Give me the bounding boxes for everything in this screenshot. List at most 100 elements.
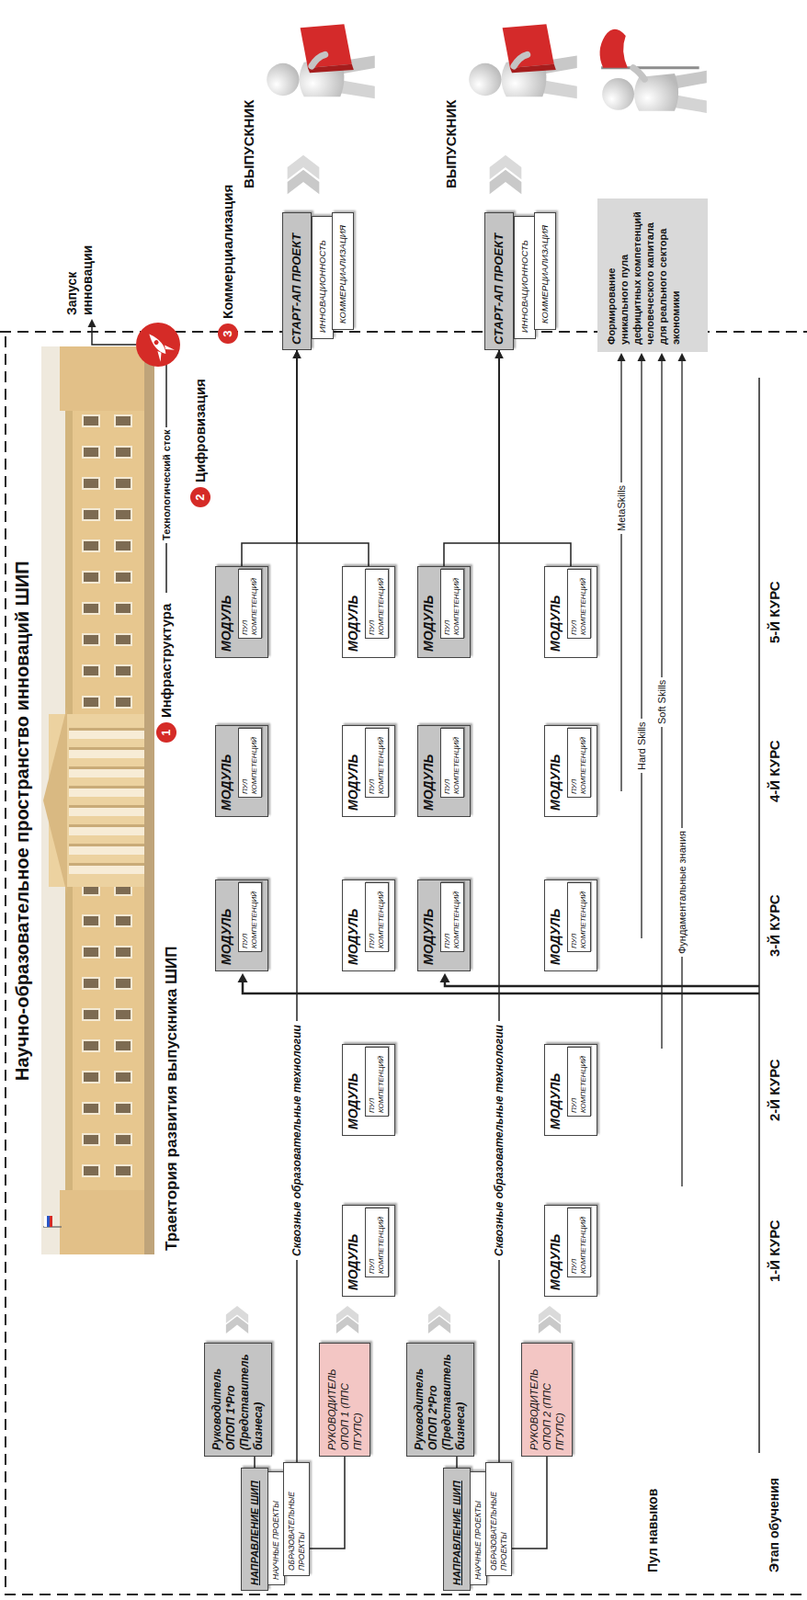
node-text: МОДУЛЬ xyxy=(547,731,564,811)
module-box: МОДУЛЬПУЛ КОМПЕТЕНЦИЙ xyxy=(544,879,598,972)
competence-card: ПУЛ КОМПЕТЕНЦИЙ xyxy=(364,1046,389,1117)
node-text: ПУЛ КОМПЕТЕНЦИЙ xyxy=(443,731,462,795)
arrow-head xyxy=(495,350,504,359)
chevron xyxy=(428,1306,451,1334)
connector xyxy=(456,1456,458,1468)
startup-card: ИННОВАЦИОННОСТЬ xyxy=(513,215,536,340)
connector-line xyxy=(253,1456,256,1468)
line-label: Технологический сток xyxy=(159,427,173,544)
graduate-figure xyxy=(468,23,578,99)
arrow-head xyxy=(293,350,302,359)
rocket-shape xyxy=(142,328,175,363)
startup-card: КОММЕРЦИАЛИЗАЦИЯ xyxy=(534,212,557,330)
module-box: МОДУЛЬПУЛ КОМПЕТЕНЦИЙ xyxy=(341,725,396,818)
node-text: МОДУЛЬ xyxy=(420,886,437,966)
photo-flag xyxy=(49,1216,53,1228)
node-text: РУКОВОДИТЕЛЬ ОПОП 2 (ППС ПГУПС) xyxy=(527,1349,567,1451)
skill-line xyxy=(620,360,622,792)
competence-card: ПУЛ КОМПЕТЕНЦИЙ xyxy=(567,727,592,798)
module-box: МОДУЛЬПУЛ КОМПЕТЕНЦИЙ xyxy=(544,1044,598,1137)
connector xyxy=(309,1456,345,1549)
node-text: МОДУЛЬ xyxy=(345,886,362,966)
node-text: ПУЛ КОМПЕТЕНЦИЙ xyxy=(367,1211,387,1274)
course-label: 3-Й КУРС xyxy=(766,894,784,957)
competence-card: ПУЛ КОМПЕТЕНЦИЙ xyxy=(440,727,465,798)
project-card: ОБРАЗОВАТЕЛЬНЫЕ ПРОЕКТЫ xyxy=(283,1462,310,1577)
connector-line xyxy=(499,350,571,567)
connector-line xyxy=(241,350,297,567)
node-text: ПУЛ КОМПЕТЕНЦИЙ xyxy=(367,1050,387,1114)
competence-card: ПУЛ КОМПЕТЕНЦИЙ xyxy=(238,882,262,953)
callout-circle xyxy=(190,487,211,508)
graduate-label: ВЫПУСКНИК xyxy=(443,100,460,189)
node-text: КОММЕРЦИАЛИЗАЦИЯ xyxy=(337,218,349,324)
node-text: СТАРТ-АП ПРОЕКТ xyxy=(289,217,305,345)
node-text: Формирование уникального пула дефицитных… xyxy=(604,205,682,345)
node-text: МОДУЛЬ xyxy=(547,572,564,652)
node-text: МОДУЛЬ xyxy=(420,731,437,811)
connector xyxy=(254,1456,256,1468)
connector-line xyxy=(443,350,500,567)
connector-line xyxy=(309,1456,345,1549)
node-text: КОММЕРЦИАЛИЗАЦИЯ xyxy=(539,218,551,324)
competence-card: ПУЛ КОМПЕТЕНЦИЙ xyxy=(567,1207,592,1278)
section-heading: Траектория развития выпускника ШИП xyxy=(162,946,182,1251)
skill-label: Фундаментальные знания xyxy=(675,828,689,957)
node-text: МОДУЛЬ xyxy=(218,731,235,811)
module-box: МОДУЛЬ ПУЛ КОМПЕТЕНЦИЙ xyxy=(544,725,598,818)
project-card: НАУЧНЫЕ ПРОЕКТЫ xyxy=(267,1471,285,1586)
competence-card: ПУЛ КОМПЕТЕНЦИЙ xyxy=(364,1207,389,1278)
course-label: 2-Й КУРС xyxy=(766,1058,784,1122)
edge-label: Сквозные образовательные технологии xyxy=(290,1021,305,1261)
connector-line xyxy=(455,1456,458,1468)
building-photo xyxy=(41,346,155,1255)
node-text: МОДУЛЬ xyxy=(345,572,362,652)
node-text: ПУЛ КОМПЕТЕНЦИЙ xyxy=(240,572,260,636)
skill-label: Soft Skills xyxy=(655,677,669,728)
chevron xyxy=(538,1306,561,1334)
chevron xyxy=(336,1306,359,1334)
skill-label: MetaSkills xyxy=(614,482,628,535)
course-label: 5-Й КУРС xyxy=(766,580,784,644)
stage-name: Коммерциализация xyxy=(219,184,237,319)
module-box: МОДУЛЬПУЛ КОМПЕТЕНЦИЙ xyxy=(215,566,269,659)
connector xyxy=(241,350,302,567)
arrow-head xyxy=(495,350,504,359)
competence-card: ПУЛ КОМПЕТЕНЦИЙ xyxy=(364,882,389,953)
arrow-head xyxy=(440,973,451,983)
stage-name: Цифровизация xyxy=(192,378,209,483)
competence-card: ПУЛ КОМПЕТЕНЦИЙ xyxy=(567,1046,592,1117)
module-box: МОДУЛЬПУЛ КОМПЕТЕНЦИЙ xyxy=(417,566,471,659)
callout-number: 1 xyxy=(158,722,175,743)
module-box: МОДУЛЬПУЛ КОМПЕТЕНЦИЙ xyxy=(341,1044,396,1137)
graduate-label: ВЫПУСКНИК xyxy=(240,100,258,189)
course-label: 1-Й КУРС xyxy=(766,1219,784,1283)
direction-box: НАПРАВЛЕНИЕ ШИП xyxy=(240,1467,269,1592)
module-box: МОДУЛЬПУЛ КОМПЕТЕНЦИЙ xyxy=(544,1204,598,1297)
photo-sky xyxy=(41,346,155,1255)
course-label: 4-Й КУРС xyxy=(766,739,784,803)
arrow-head xyxy=(238,973,249,983)
module-box: МОДУЛЬПУЛ КОМПЕТЕНЦИЙ xyxy=(544,566,598,659)
competence-card: ПУЛ КОМПЕТЕНЦИЙ xyxy=(364,568,389,639)
axis-title: Этап обучения xyxy=(766,1477,783,1573)
edge-label: Сквозные образовательные технологии xyxy=(492,1021,507,1261)
rocket-window xyxy=(153,339,160,346)
node-text: ПУЛ КОМПЕТЕНЦИЙ xyxy=(367,572,387,636)
arrow-head xyxy=(495,350,504,359)
rocket-fin xyxy=(163,341,175,354)
chevron xyxy=(226,1306,249,1334)
skill-line xyxy=(681,360,682,1187)
rocket-fin xyxy=(154,350,166,363)
callout-circle xyxy=(217,323,239,344)
arrow-head xyxy=(658,352,667,362)
photo-base xyxy=(144,346,155,1255)
chevron xyxy=(489,155,523,195)
connector-line xyxy=(296,350,369,567)
module-box: МОДУЛЬ ПУЛ КОМПЕТЕНЦИЙ xyxy=(417,725,471,818)
arrow-head xyxy=(88,318,97,328)
competence-card: ПУЛ КОМПЕТЕНЦИЙ xyxy=(440,568,465,639)
lead-box: Руководитель ОПОП 2*Pro (Представитель б… xyxy=(406,1342,475,1457)
node-text: ПУЛ КОМПЕТЕНЦИЙ xyxy=(569,731,589,795)
module-box: МОДУЛЬПУЛ КОМПЕТЕНЦИЙ xyxy=(341,1204,396,1297)
